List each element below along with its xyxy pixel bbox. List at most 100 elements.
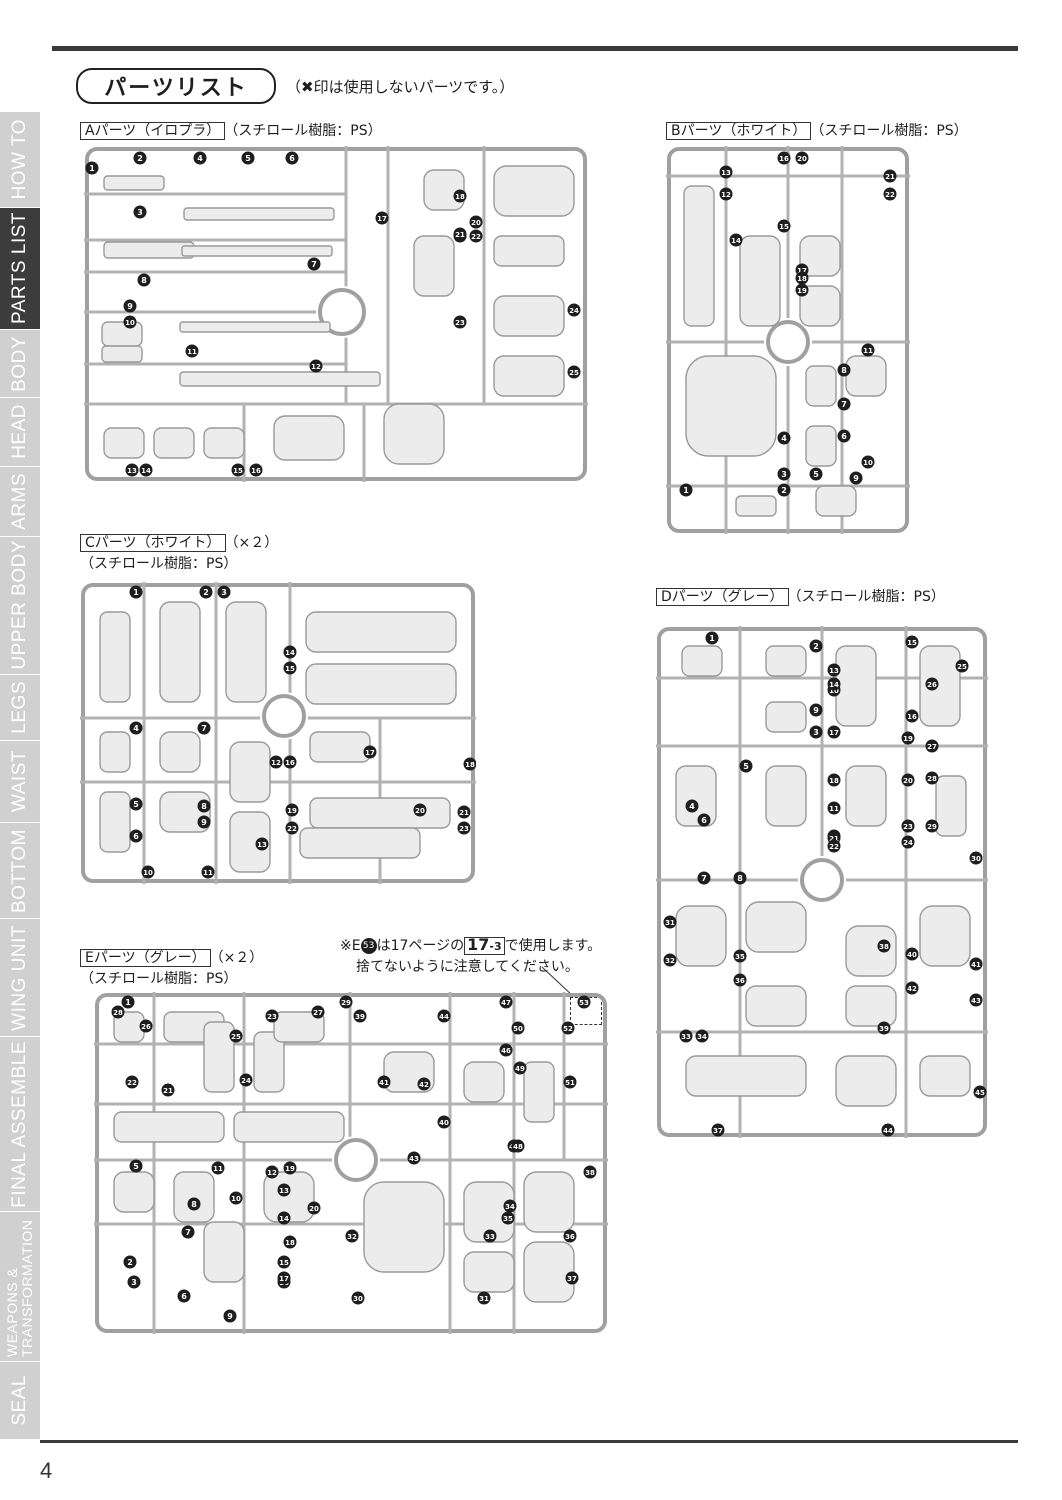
svg-text:39: 39 [879,1025,889,1033]
svg-text:6: 6 [701,816,707,825]
part-number-c-6: 6 [129,829,143,843]
part-number-c-13: 13 [255,837,269,851]
tab-final-assemble[interactable]: FINAL ASSEMBLE [0,1036,40,1213]
svg-text:23: 23 [455,319,465,327]
part-number-a-15: 15 [231,463,245,477]
part-number-e-15: 15 [277,1255,291,1269]
tab-arms[interactable]: ARMS [0,466,40,537]
part-number-a-17: 17 [375,211,389,225]
part-number-e-13: 13 [277,1183,291,1197]
svg-text:5: 5 [743,762,749,771]
part-number-b-3: 3 [777,467,791,481]
svg-text:7: 7 [701,874,707,883]
sprue-a-drawing: 1234567891011121314151617181920212223242… [84,146,588,482]
part-number-d-30: 30 [969,851,983,865]
part-number-b-15: 15 [777,219,791,233]
svg-text:11: 11 [829,805,839,813]
sprue-c-label: Cパーツ（ホワイト）（×２） [80,532,278,552]
tab-how-to[interactable]: HOW TO [0,112,40,209]
e53-note-line2: 捨てないように注意してください。 [356,959,579,975]
part-number-e-3: 3 [127,1275,141,1289]
svg-text:15: 15 [279,1259,289,1267]
sprue-part [99,611,131,703]
part-number-e-14: 14 [277,1211,291,1225]
part-number-c-4: 4 [129,721,143,735]
sprue-part [765,765,807,827]
svg-text:38: 38 [879,943,889,951]
svg-text:2: 2 [137,154,143,163]
part-number-a-23: 23 [453,315,467,329]
svg-text:20: 20 [903,777,913,785]
part-number-c-1: 1 [129,585,143,599]
tab-weapons-transformation[interactable]: WEAPONS & TRANSFORMATION [0,1212,40,1362]
svg-text:41: 41 [971,961,981,969]
svg-text:15: 15 [285,665,295,673]
part-number-e-5: 5 [129,1159,143,1173]
svg-text:2: 2 [781,486,787,495]
svg-text:19: 19 [287,807,297,815]
svg-text:16: 16 [779,155,789,163]
svg-text:4: 4 [197,154,203,163]
svg-text:18: 18 [455,193,465,201]
part-number-e-12: 12 [265,1165,279,1179]
part-number-c-19: 19 [285,803,299,817]
svg-text:5: 5 [133,1162,139,1171]
unused-parts-note: （✖印は使用しないパーツです。） [286,78,515,96]
sprue-part [413,235,455,297]
svg-text:27: 27 [927,743,937,751]
svg-text:13: 13 [721,169,731,177]
sprue-e-drawing: 1234567891011121314151617181920212223242… [94,992,608,1334]
tab-legs[interactable]: LEGS [0,674,40,741]
part-number-e-7: 7 [181,1225,195,1239]
part-number-d-33: 33 [679,1029,693,1043]
svg-text:25: 25 [231,1033,241,1041]
part-number-e-44: 44 [437,1009,451,1023]
tab-upper-body[interactable]: UPPER BODY [0,536,40,675]
part-number-a-11: 11 [185,344,199,358]
tab-seal[interactable]: SEAL [0,1361,40,1441]
svg-text:29: 29 [927,823,937,831]
tab-head[interactable]: HEAD [0,398,40,467]
tab-bottom[interactable]: BOTTOM [0,823,40,920]
sprue-frame [85,147,587,481]
part-number-c-22: 22 [285,821,299,835]
part-number-d-15: 15 [905,635,919,649]
sprue-part [103,175,165,191]
svg-text:53: 53 [579,999,589,1007]
svg-text:22: 22 [885,191,895,199]
part-number-a-25: 25 [567,365,581,379]
sprue-b-material: （スチロール樹脂：PS） [817,123,968,139]
tab-wing-unit[interactable]: WING UNIT [0,919,40,1037]
sprue-part [805,365,837,407]
part-number-c-20: 20 [413,803,427,817]
part-number-e-18: 18 [283,1235,297,1249]
tab-waist[interactable]: WAIST [0,740,40,824]
part-number-e-23: 23 [265,1009,279,1023]
svg-text:2: 2 [203,588,209,597]
svg-text:3: 3 [137,208,143,217]
svg-text:7: 7 [311,260,317,269]
svg-text:10: 10 [125,319,135,327]
part-number-e-51: 51 [563,1075,577,1089]
tab-parts-list[interactable]: PARTS LIST [0,208,40,330]
svg-text:30: 30 [353,1295,363,1303]
part-number-e-33: 33 [483,1229,497,1243]
sprue-hub-ring [766,320,810,364]
svg-text:26: 26 [927,681,937,689]
part-number-e-2: 2 [123,1255,137,1269]
svg-text:45: 45 [975,1089,985,1097]
svg-text:20: 20 [415,807,425,815]
sprue-hub-ring [262,694,306,738]
svg-text:13: 13 [829,667,839,675]
part-number-e-47: 47 [499,995,513,1009]
sprue-frame [81,583,475,883]
sprue-part [799,235,841,277]
part-number-c-5: 5 [129,797,143,811]
svg-text:19: 19 [797,287,807,295]
svg-text:43: 43 [409,1155,419,1163]
part-number-b-9: 9 [849,471,863,485]
tab-body[interactable]: BODY [0,329,40,399]
part-number-b-6: 6 [837,429,851,443]
svg-text:12: 12 [721,191,731,199]
svg-text:13: 13 [127,467,137,475]
